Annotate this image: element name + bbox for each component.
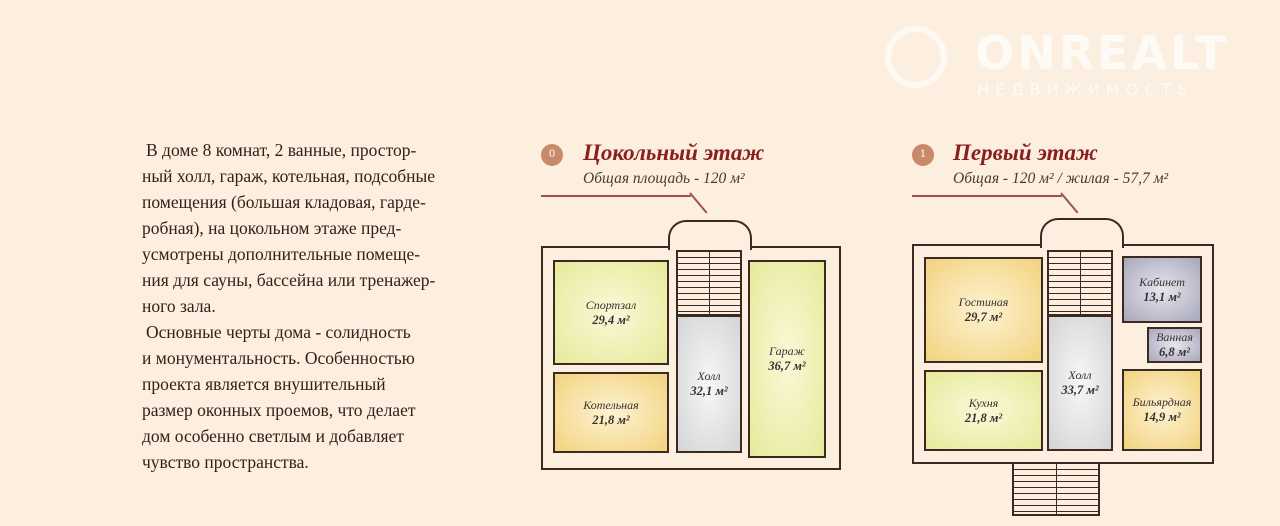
text-line: помещения (большая кладовая, гарде- <box>142 192 426 212</box>
room-name: Бильярдная <box>1132 395 1192 409</box>
floor-subtitle: Общая площадь - 120 м² <box>583 170 745 187</box>
text-line: В доме 8 комнат, 2 ванные, простор- <box>146 140 417 160</box>
divider <box>912 195 1062 197</box>
watermark-logo-icon <box>885 26 947 88</box>
floor-subtitle: Общая - 120 м² / жилая - 57,7 м² <box>953 170 1169 187</box>
entrance-steps <box>1012 462 1100 516</box>
floor-number-badge: 0 <box>541 144 563 166</box>
text-line: усмотрены дополнительные помеще- <box>142 244 421 264</box>
description-text: В доме 8 комнат, 2 ванные, простор- ный … <box>142 137 512 475</box>
room-area: 32,1 м² <box>690 384 728 398</box>
floor-title: Первый этаж <box>953 140 1098 165</box>
text-line: проекта является внушительный <box>142 374 386 394</box>
room-name: Кухня <box>968 395 999 410</box>
floor-number-badge: 1 <box>912 144 934 166</box>
room-area: 29,4 м² <box>592 312 630 327</box>
text-line: Основные черты дома - солидность <box>146 322 411 342</box>
text-line: дом особенно светлым и добавляет <box>142 426 404 446</box>
room-name: Ванная <box>1156 330 1193 344</box>
room-name: Холл <box>1068 368 1092 382</box>
floor-title: Цокольный этаж <box>583 140 765 165</box>
room-area: 13,1 м² <box>1143 289 1181 304</box>
bay-wall <box>1040 218 1124 248</box>
text-line: ния для сауны, бассейна или тренажер- <box>142 270 436 290</box>
room-area: 14,9 м² <box>1143 410 1181 424</box>
text-line: размер оконных проемов, что делает <box>142 400 416 420</box>
room-area: 21,8 м² <box>592 412 630 427</box>
bay-wall <box>668 220 752 250</box>
text-line: чувство пространства. <box>142 452 309 472</box>
room-name: Гараж <box>769 344 805 358</box>
room-area: 33,7 м² <box>1061 383 1099 397</box>
divider <box>1060 192 1079 214</box>
room-area: 36,7 м² <box>768 359 806 373</box>
room-name: Гостиная <box>958 295 1009 309</box>
room-name: Спортзал <box>585 297 637 312</box>
room-name: Котельная <box>583 397 639 412</box>
room-name: Кабинет <box>1139 274 1185 289</box>
text-line: робная), на цокольном этаже пред- <box>142 218 402 238</box>
text-line: ный холл, гараж, котельная, подсобные <box>142 166 436 186</box>
room-area: 29,7 м² <box>964 310 1003 324</box>
watermark-tagline: НЕДВИЖИМОСТЬ <box>977 80 1195 99</box>
divider <box>541 195 691 197</box>
room-name: Холл <box>697 369 721 383</box>
watermark-brand: ONREALT <box>975 26 1230 80</box>
text-line: и монументальность. Особенностью <box>142 348 415 368</box>
room-area: 6,8 м² <box>1158 345 1191 359</box>
room-area: 21,8 м² <box>964 410 1003 425</box>
staircase <box>676 250 742 316</box>
staircase <box>1047 250 1113 316</box>
divider <box>689 192 708 214</box>
text-line: ного зала. <box>142 296 216 316</box>
